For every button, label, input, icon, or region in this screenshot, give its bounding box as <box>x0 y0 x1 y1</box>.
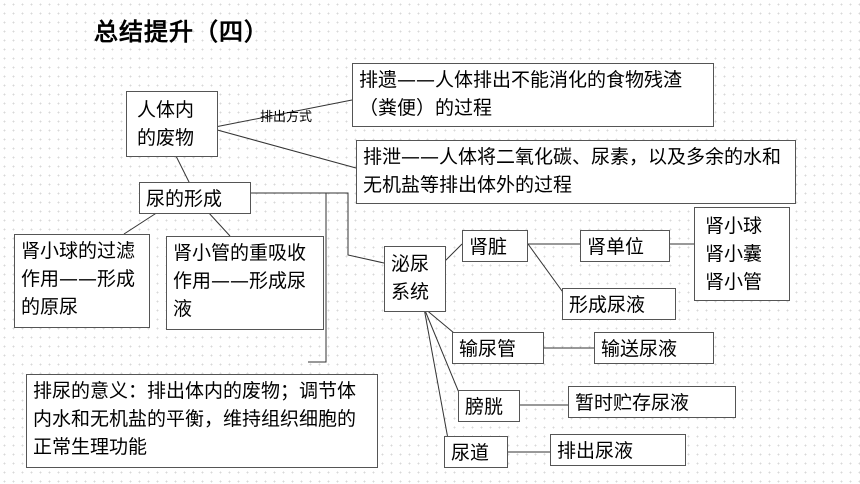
node-glomerulus-filter: 肾小球的过滤作用——形成的原尿 <box>14 234 150 328</box>
node-kidney: 肾脏 <box>462 230 528 262</box>
node-store-urine: 暂时贮存尿液 <box>568 386 736 418</box>
node-nephron-label: 肾单位 <box>587 236 645 258</box>
node-expel-urine: 排出尿液 <box>550 434 686 466</box>
node-nephron: 肾单位 <box>580 230 670 262</box>
node-significance: 排尿的意义：排出体内的废物；调节体内水和无机盐的平衡，维持组织细胞的正常生理功能 <box>26 374 378 468</box>
node-excretion: 排泄——人体将二氧化碳、尿素，以及多余的水和无机盐等排出体外的过程 <box>356 140 796 204</box>
node-excretion-label: 排泄——人体将二氧化碳、尿素，以及多余的水和无机盐等排出体外的过程 <box>363 146 782 196</box>
node-glomerulus-filter-label: 肾小球的过滤作用——形成的原尿 <box>21 240 136 318</box>
node-urine-formation: 尿的形成 <box>139 182 251 214</box>
node-form-urine: 形成尿液 <box>562 288 676 320</box>
node-expel-urine-label: 排出尿液 <box>557 440 634 462</box>
node-egestion: 排遗——人体排出不能消化的食物残渣（粪便）的过程 <box>352 63 714 127</box>
node-nephron-parts: 肾小球 肾小囊 肾小管 <box>694 207 790 301</box>
node-bladder-label: 膀胱 <box>465 396 504 418</box>
node-form-urine-label: 形成尿液 <box>569 294 646 316</box>
node-transport-urine-label: 输送尿液 <box>601 338 678 360</box>
node-urinary-system: 泌尿系统 <box>384 246 446 312</box>
node-bladder: 膀胱 <box>458 390 520 422</box>
node-tubule-reabsorb-label: 肾小管的重吸收作用——形成尿液 <box>173 242 307 320</box>
node-urinary-system-label: 泌尿系统 <box>391 253 430 303</box>
nephron-part-capsule: 肾小囊 <box>705 243 763 265</box>
method-label: 排出方式 <box>260 110 313 125</box>
nephron-part-glomerulus: 肾小球 <box>705 215 763 237</box>
node-urethra-label: 尿道 <box>451 442 490 464</box>
node-egestion-label: 排遗——人体排出不能消化的食物残渣（粪便）的过程 <box>359 69 683 119</box>
node-waste-label: 人体内的废物 <box>137 99 195 149</box>
nephron-part-tubule: 肾小管 <box>705 271 763 293</box>
node-urine-formation-label: 尿的形成 <box>146 188 223 210</box>
node-transport-urine: 输送尿液 <box>594 332 714 364</box>
node-tubule-reabsorb: 肾小管的重吸收作用——形成尿液 <box>166 236 324 330</box>
node-significance-label: 排尿的意义：排出体内的废物；调节体内水和无机盐的平衡，维持组织细胞的正常生理功能 <box>33 380 357 458</box>
node-kidney-label: 肾脏 <box>469 236 508 258</box>
node-ureter: 输尿管 <box>452 332 544 364</box>
node-urethra: 尿道 <box>444 436 508 468</box>
page-title: 总结提升（四） <box>94 18 269 46</box>
node-ureter-label: 输尿管 <box>459 338 517 360</box>
node-store-urine-label: 暂时贮存尿液 <box>575 392 690 414</box>
node-waste: 人体内的废物 <box>126 91 218 157</box>
